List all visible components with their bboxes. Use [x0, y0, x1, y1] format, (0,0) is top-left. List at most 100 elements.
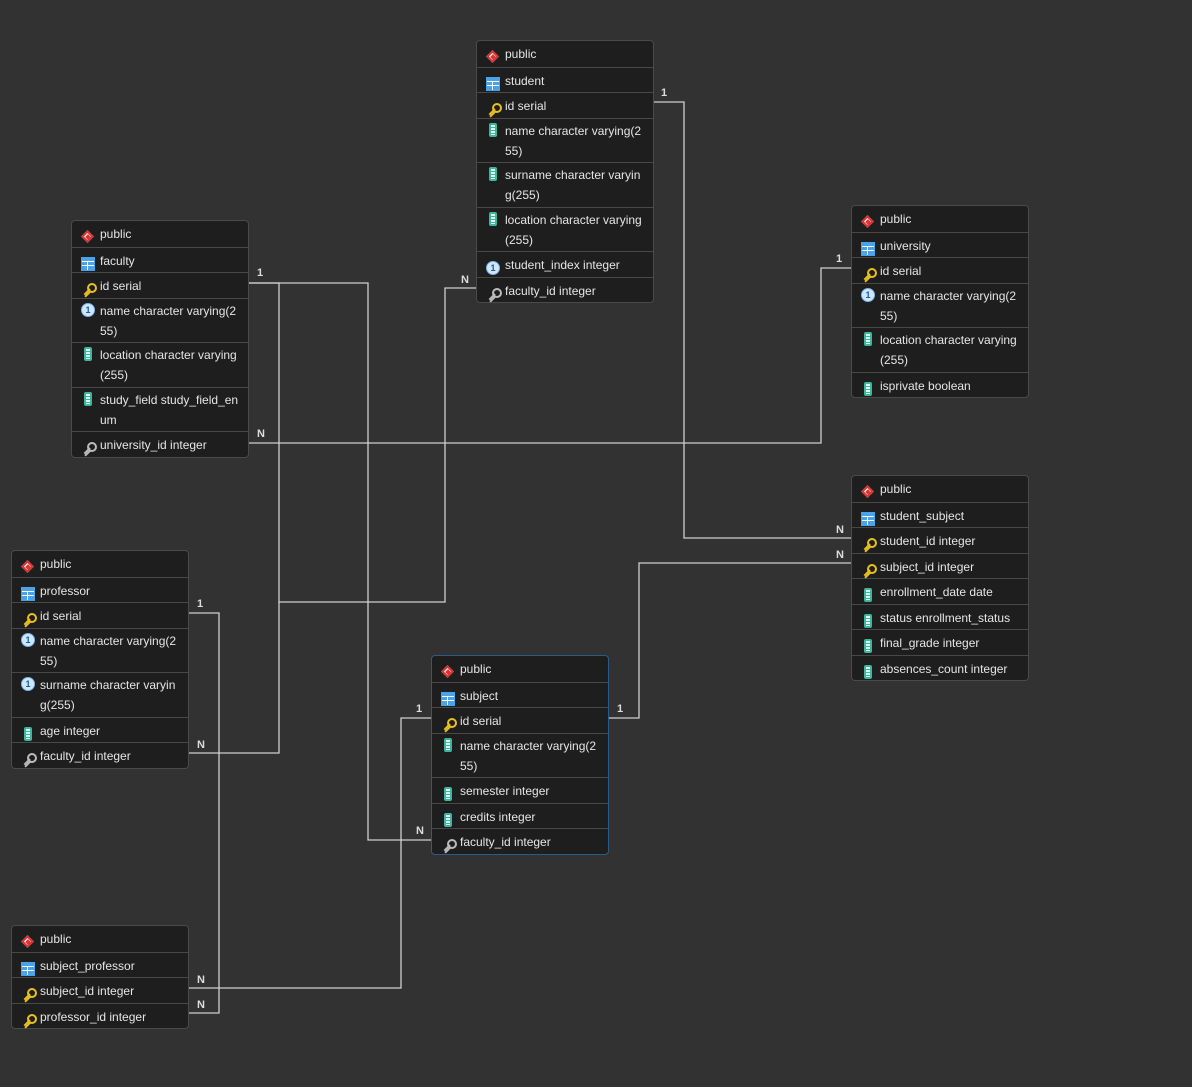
unique-column-icon: [21, 677, 35, 691]
link-student-student_subject: [654, 101, 851, 539]
column-row-label: location character varying(255): [505, 212, 642, 247]
table-name-row[interactable]: university: [852, 231, 1028, 258]
column-icon: [486, 167, 500, 181]
column-row-label: age integer: [40, 723, 101, 738]
column-row[interactable]: faculty_id integer: [477, 276, 653, 303]
column-row[interactable]: study_field study_field_enum: [72, 386, 248, 432]
column-row-label: name character varying(255): [505, 123, 642, 158]
column-row-label: id serial: [460, 714, 502, 728]
column-row[interactable]: professor_id integer: [12, 1002, 188, 1029]
table-name-row[interactable]: subject: [432, 681, 608, 708]
table-name-row-label: student_subject: [880, 508, 965, 523]
cardinality-many: N: [197, 999, 205, 1011]
column-row[interactable]: age integer: [12, 716, 188, 743]
schema-icon: [21, 935, 35, 949]
table-name-row[interactable]: faculty: [72, 246, 248, 273]
column-row[interactable]: name character varying(255): [12, 627, 188, 673]
cardinality-one: 1: [836, 253, 843, 265]
schema-row[interactable]: public: [432, 656, 608, 682]
unique-column-icon: [21, 632, 35, 647]
column-row[interactable]: location character varying(255): [852, 327, 1028, 372]
schema-row[interactable]: public: [72, 221, 248, 247]
column-row-label: status enrollment_status: [880, 610, 1011, 625]
column-icon: [81, 391, 95, 406]
column-row-label: surname character varying(255): [40, 678, 176, 712]
column-icon: [21, 726, 35, 741]
column-row[interactable]: name character varying(255): [477, 117, 653, 163]
table-icon: [21, 586, 35, 601]
column-row-label: surname character varying(255): [505, 168, 641, 202]
column-row[interactable]: enrollment_date date: [852, 578, 1028, 604]
column-row[interactable]: name character varying(255): [72, 297, 248, 343]
table-icon: [81, 256, 95, 271]
table-name-row-label: student: [505, 73, 545, 88]
column-row[interactable]: status enrollment_status: [852, 603, 1028, 630]
column-row[interactable]: student_id integer: [852, 527, 1028, 553]
column-row[interactable]: location character varying(255): [72, 342, 248, 387]
cardinality-one: 1: [661, 87, 668, 99]
cardinality-many: N: [836, 549, 844, 561]
schema-row[interactable]: public: [12, 926, 188, 952]
column-row[interactable]: name character varying(255): [432, 732, 608, 778]
column-icon: [861, 381, 875, 396]
column-row-label: name character varying(255): [40, 633, 177, 668]
schema-icon: [81, 230, 95, 244]
schema-icon: [486, 50, 500, 64]
column-row[interactable]: id serial: [432, 707, 608, 733]
column-row[interactable]: final_grade integer: [852, 629, 1028, 655]
column-row[interactable]: id serial: [852, 257, 1028, 283]
column-row[interactable]: absences_count integer: [852, 654, 1028, 681]
column-row[interactable]: location character varying(255): [477, 206, 653, 252]
column-row[interactable]: credits integer: [432, 802, 608, 829]
table-subject[interactable]: public subject id serial name character var…: [431, 655, 609, 855]
column-row[interactable]: isprivate boolean: [852, 371, 1028, 398]
column-icon: [486, 122, 500, 137]
table-icon: [861, 241, 875, 256]
column-row[interactable]: name character varying(255): [852, 282, 1028, 328]
column-row[interactable]: semester integer: [432, 777, 608, 803]
column-icon: [441, 812, 455, 827]
schema-icon: [441, 665, 455, 679]
table-name-row[interactable]: student: [477, 66, 653, 93]
table-name-row-label: subject: [460, 688, 499, 703]
table-student[interactable]: public student id serial name character var…: [476, 40, 654, 303]
cardinality-many: N: [197, 739, 205, 751]
column-row[interactable]: faculty_id integer: [12, 742, 188, 768]
column-row[interactable]: id serial: [72, 272, 248, 298]
table-name-row[interactable]: student_subject: [852, 501, 1028, 528]
column-icon: [81, 347, 95, 361]
column-row-label: enrollment_date date: [880, 585, 993, 599]
table-name-row[interactable]: subject_professor: [12, 951, 188, 978]
cardinality-many: N: [257, 428, 265, 440]
unique-column-icon: [486, 261, 500, 275]
cardinality-one: 1: [197, 598, 204, 610]
primary-key-icon: [21, 1013, 37, 1027]
schema-row[interactable]: public: [12, 551, 188, 577]
column-row-label: id serial: [100, 279, 142, 293]
cardinality-many: N: [416, 825, 424, 837]
table-name-row[interactable]: professor: [12, 576, 188, 603]
column-row[interactable]: id serial: [12, 602, 188, 628]
column-row[interactable]: id serial: [477, 92, 653, 118]
column-row[interactable]: faculty_id integer: [432, 828, 608, 854]
column-row[interactable]: surname character varying(255): [477, 162, 653, 207]
primary-key-icon: [21, 612, 37, 626]
column-row[interactable]: subject_id integer: [852, 552, 1028, 579]
column-row[interactable]: university_id integer: [72, 431, 248, 457]
column-row[interactable]: surname character varying(255): [12, 672, 188, 717]
schema-row[interactable]: public: [852, 476, 1028, 502]
schema-row[interactable]: public: [852, 206, 1028, 232]
column-row[interactable]: student_index integer: [477, 251, 653, 277]
table-student_subject[interactable]: public student_subject student_id integer s…: [851, 475, 1029, 681]
column-row[interactable]: subject_id integer: [12, 977, 188, 1003]
column-row-label: location character varying(255): [880, 333, 1017, 367]
schema-row-label: public: [40, 932, 72, 946]
primary-key-icon: [486, 102, 502, 116]
column-row-label: student_id integer: [880, 534, 976, 548]
schema-row[interactable]: public: [477, 41, 653, 67]
column-row-label: professor_id integer: [40, 1009, 147, 1024]
